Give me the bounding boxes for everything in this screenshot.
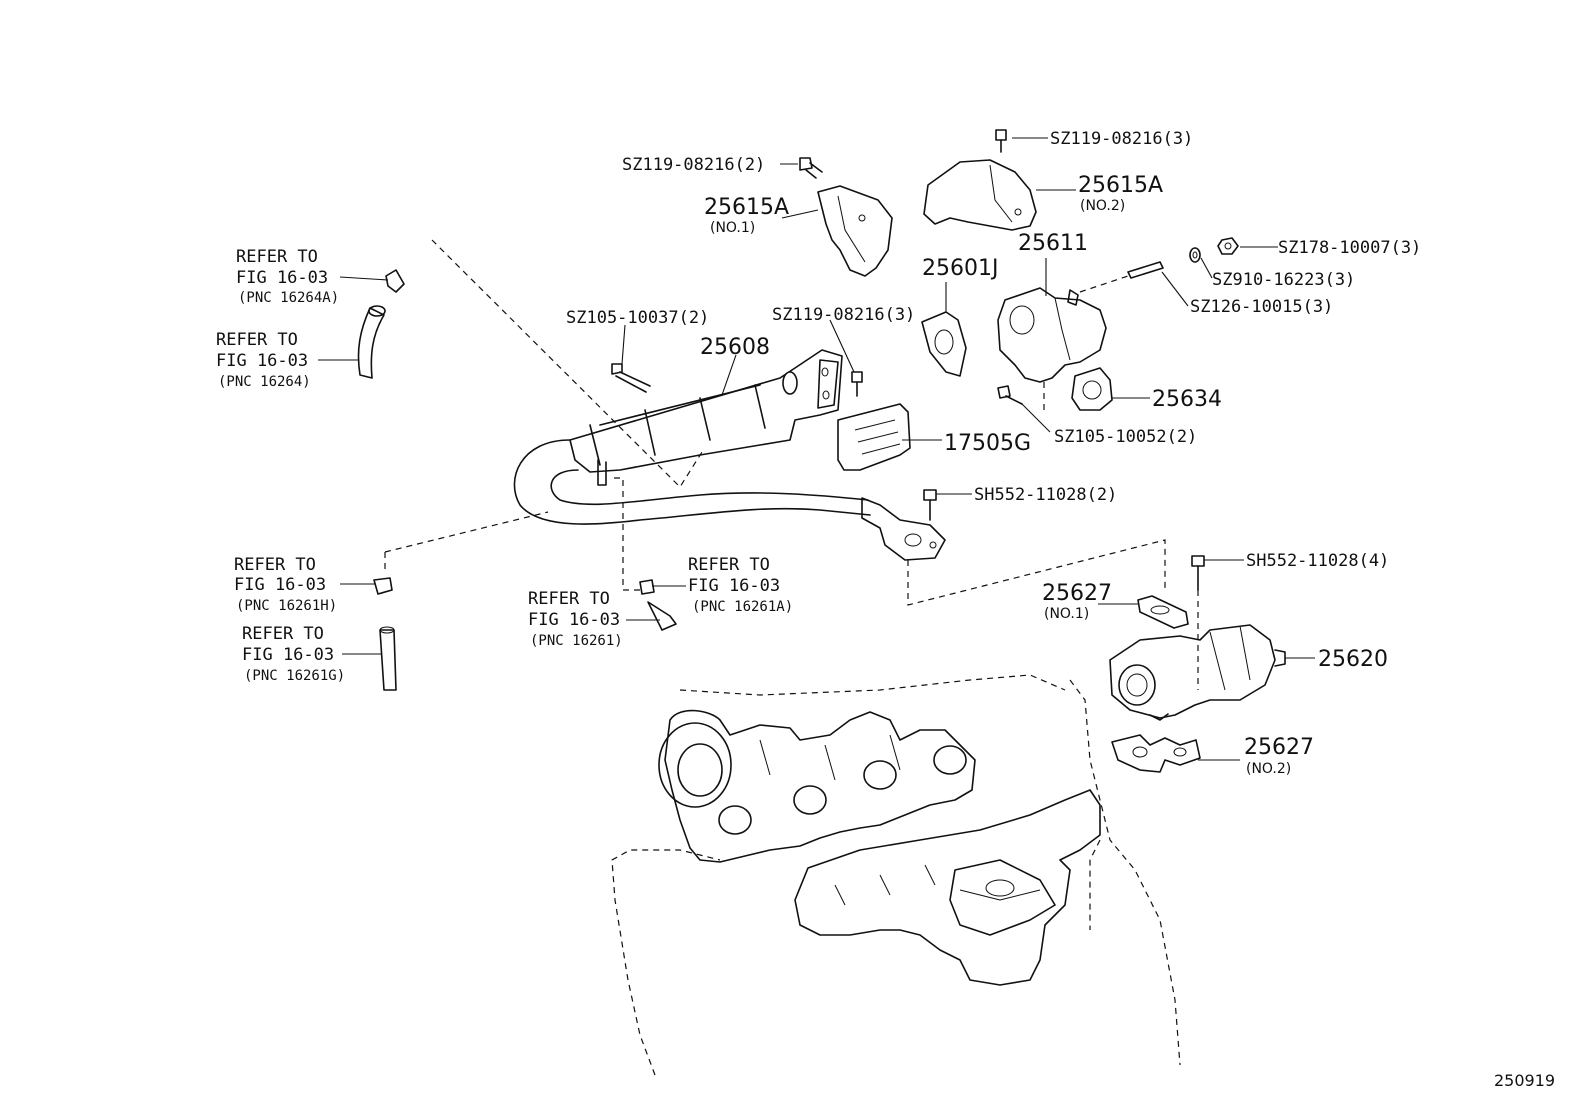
bolt-sh552-2 <box>923 489 937 521</box>
nut-sz178 <box>1217 237 1239 255</box>
ref-clip-16264A <box>385 269 405 293</box>
egr-cooler-25608 <box>569 349 843 473</box>
ref-16261A-line1: REFER TO <box>688 555 770 575</box>
label-25608: 25608 <box>700 335 770 360</box>
gasket-25627-no1 <box>1137 595 1189 629</box>
ref-16261-pnc: (PNC 16261) <box>530 633 623 649</box>
gasket-25601J <box>921 311 967 377</box>
label-sz119-top-right: SZ119-08216(3) <box>1050 129 1193 149</box>
ref-16264A-line2: FIG 16-03 <box>236 268 328 288</box>
bolt-sz105-10052 <box>997 382 1045 412</box>
label-sz126: SZ126-10015(3) <box>1190 297 1333 317</box>
reference-labels: REFER TO FIG 16-03 (PNC 16264A) REFER TO… <box>216 247 793 684</box>
bolt-sz105-10037 <box>611 363 651 393</box>
ref-16264A-line1: REFER TO <box>236 247 318 267</box>
exhaust-manifold <box>658 709 976 863</box>
label-25615A-no1: 25615A <box>704 195 789 220</box>
stud-sz126 <box>1079 261 1164 293</box>
label-sz178: SZ178-10007(3) <box>1278 238 1421 258</box>
ref-16261A-line2: FIG 16-03 <box>688 576 780 596</box>
egr-valve-25620 <box>1109 624 1286 721</box>
ref-16264-line2: FIG 16-03 <box>216 351 308 371</box>
egr-pipe <box>513 439 946 561</box>
label-25627-no1: 25627 <box>1042 581 1112 606</box>
label-25627-no2: 25627 <box>1244 735 1314 760</box>
engine-outline <box>611 674 1181 1076</box>
label-sz105-10052: SZ105-10052(2) <box>1054 427 1197 447</box>
bolt-sh552-4 <box>1191 555 1205 690</box>
label-25634: 25634 <box>1152 387 1222 412</box>
label-sz105-10037: SZ105-10037(2) <box>566 308 709 328</box>
ref-16264-line1: REFER TO <box>216 330 298 350</box>
ref-16261H-pnc: (PNC 16261H) <box>236 598 337 614</box>
gasket-25627-no2 <box>1111 734 1201 773</box>
label-17505G: 17505G <box>944 431 1031 456</box>
leader-lines <box>318 137 1315 761</box>
ref-16261A-pnc: (PNC 16261A) <box>692 599 793 615</box>
ref-16264A-pnc: (PNC 16264A) <box>238 290 339 306</box>
heat-insulator-25615A-no1 <box>817 185 893 277</box>
ref-hose-16261 <box>647 601 677 631</box>
ref-16264-pnc: (PNC 16264) <box>218 374 311 390</box>
ref-16261-line1: REFER TO <box>528 589 610 609</box>
gasket-25634 <box>1071 367 1113 411</box>
bolt-sz119-mid <box>851 371 863 397</box>
figure-id: 250919 <box>1494 1071 1555 1090</box>
label-25620: 25620 <box>1318 647 1388 672</box>
label-25615A-no1-note: (NO.1) <box>710 220 755 236</box>
label-sh552-4: SH552-11028(4) <box>1246 551 1389 571</box>
label-sz910: SZ910-16223(3) <box>1212 270 1355 290</box>
label-25627-no1-note: (NO.1) <box>1044 606 1089 622</box>
insulator-17505G <box>837 403 911 471</box>
label-25615A-no2: 25615A <box>1078 173 1163 198</box>
heat-insulator-25615A-no2 <box>923 159 1037 231</box>
part-number-labels: 25615A (NO.1) 25615A (NO.2) 25611 25601J… <box>700 173 1388 777</box>
label-25611: 25611 <box>1018 231 1088 256</box>
intake-manifold <box>794 789 1101 986</box>
ref-16261G-line2: FIG 16-03 <box>242 645 334 665</box>
ref-clip-16261A <box>639 579 655 595</box>
ref-16261-line2: FIG 16-03 <box>528 610 620 630</box>
callout-labels: SZ119-08216(3) SZ119-08216(2) SZ119-0821… <box>566 129 1421 571</box>
ref-hose-16264 <box>357 305 386 379</box>
ref-16261G-line1: REFER TO <box>242 624 324 644</box>
label-sh552-2: SH552-11028(2) <box>974 485 1117 505</box>
label-sz119-top-left: SZ119-08216(2) <box>622 155 765 175</box>
bolt-sz119-top-left <box>799 157 823 179</box>
bolt-sz119-top-right <box>995 129 1007 153</box>
ref-hose-16261G <box>379 626 397 691</box>
egr-elbow-25611 <box>997 287 1107 383</box>
label-sz119-mid: SZ119-08216(3) <box>772 305 915 325</box>
ref-16261G-pnc: (PNC 16261G) <box>244 668 345 684</box>
ref-clip-16261H <box>373 577 393 595</box>
label-25615A-no2-note: (NO.2) <box>1080 198 1125 214</box>
washer-sz910 <box>1189 247 1201 263</box>
ref-16261H-line2: FIG 16-03 <box>234 575 326 595</box>
label-25627-no2-note: (NO.2) <box>1246 761 1291 777</box>
label-25601J: 25601J <box>922 256 998 281</box>
ref-16261H-line1: REFER TO <box>234 555 316 575</box>
